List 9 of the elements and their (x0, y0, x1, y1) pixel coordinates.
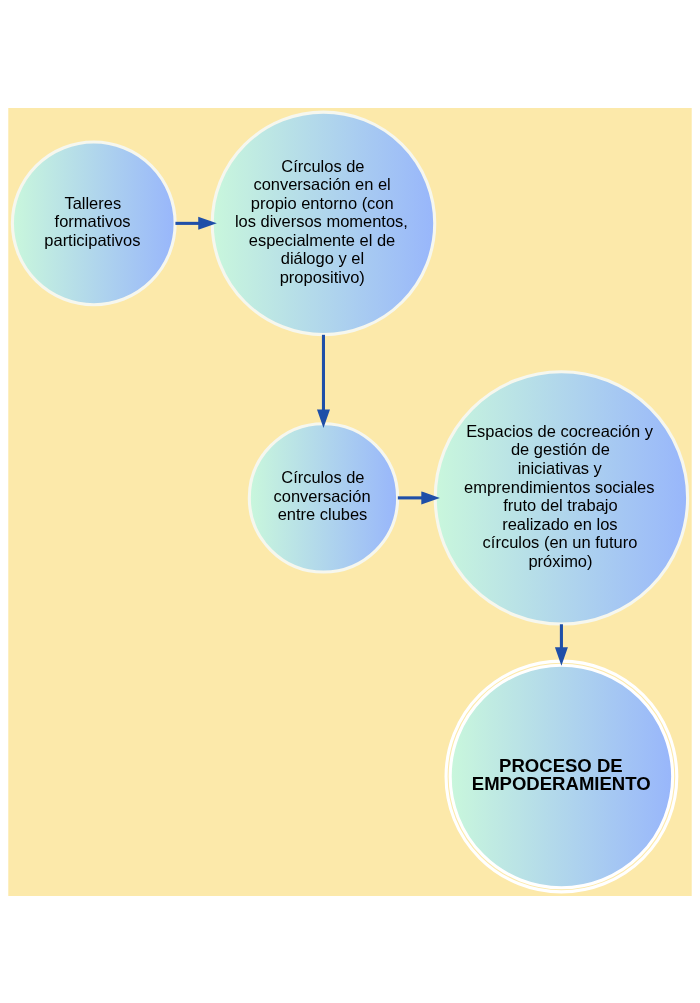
node-circle: Talleres formativos participativos (10, 139, 177, 306)
node-circle: Círculos de conversación entre clubes (247, 421, 400, 574)
arrow (397, 490, 440, 504)
node-circle: Espacios de cocreación y de gestión de iniciativas y emprendimientos sociales fruto del trabajo realizado en los círculos (en un futuro próximo) (433, 369, 690, 626)
arrow (554, 623, 568, 666)
node-circle: PROCESO DE EMPODERAMIENTO (444, 659, 679, 893)
node-circle: Círculos de conversación en el propio entorno (con los diversos momentos, especialmente el de diálogo y el propositivo) (210, 110, 437, 336)
arrow (316, 334, 330, 428)
arrow (175, 216, 217, 230)
